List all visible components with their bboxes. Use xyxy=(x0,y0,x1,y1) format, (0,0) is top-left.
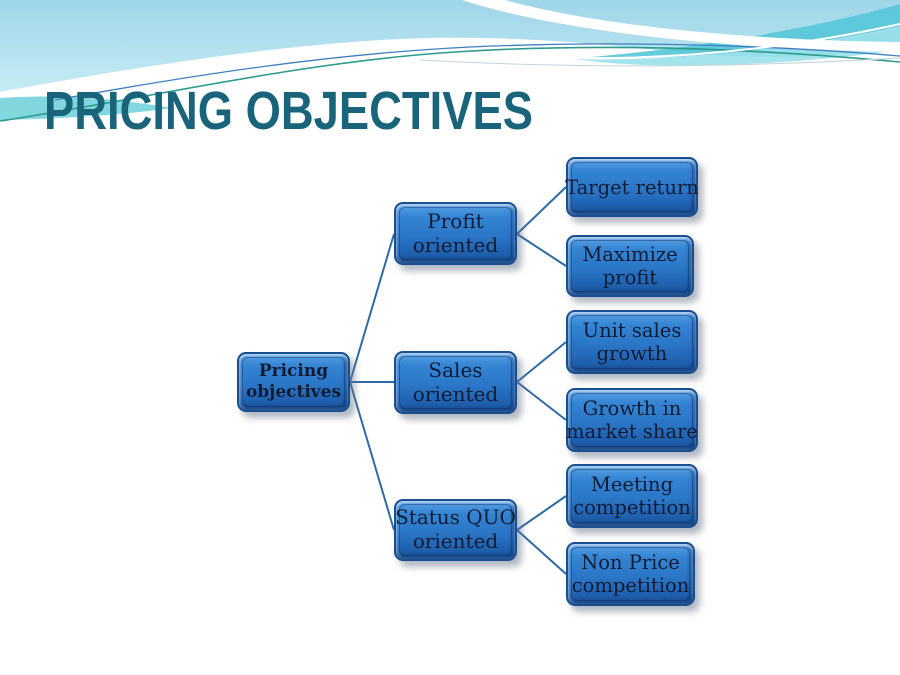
connector-profit-to-maximize xyxy=(516,233,567,267)
node-profit-oriented-label: Profit oriented xyxy=(412,208,499,257)
connector-sales-to-unit xyxy=(516,341,567,383)
node-meeting-competition: Meeting competition xyxy=(566,464,698,528)
node-target-return-label: Target return xyxy=(565,175,699,199)
connector-root-to-status xyxy=(349,381,395,531)
wave-turquoise-band-dark xyxy=(580,4,900,59)
node-maximize-profit-label: Maximize profit xyxy=(582,243,678,289)
wave-thin-line-white xyxy=(574,23,900,60)
node-unit-sales-growth-label: Unit sales growth xyxy=(582,319,682,365)
node-growth-in-market-share-label: Growth in market share xyxy=(566,397,698,443)
wave-thin-line-teal xyxy=(0,46,900,122)
node-sales-oriented: Sales oriented xyxy=(394,351,517,414)
node-meeting-competition-label: Meeting competition xyxy=(573,473,691,519)
node-maximize-profit: Maximize profit xyxy=(566,235,694,297)
wave-thin-line-blue xyxy=(54,43,900,101)
connector-status-to-nonprice xyxy=(516,529,567,575)
node-profit-oriented: Profit oriented xyxy=(394,202,517,265)
wave-white-streak xyxy=(462,0,900,52)
wave-thin-line-gray xyxy=(419,57,900,67)
connector-status-to-meeting xyxy=(516,495,567,531)
node-non-price-competition-label: Non Price competition xyxy=(571,551,690,597)
node-unit-sales-growth: Unit sales growth xyxy=(566,310,698,374)
node-growth-in-market-share: Growth in market share xyxy=(566,388,698,452)
node-target-return: Target return xyxy=(565,157,699,217)
node-status-quo-oriented: Status QUO oriented xyxy=(394,499,517,561)
node-status-quo-oriented-label: Status QUO oriented xyxy=(395,505,516,553)
node-non-price-competition: Non Price competition xyxy=(566,542,695,606)
connector-sales-to-growth xyxy=(516,381,567,421)
node-pricing-objectives-label: Pricing objectives xyxy=(245,360,342,402)
connector-profit-to-target xyxy=(516,186,567,235)
connector-root-to-profit xyxy=(349,233,395,383)
node-pricing-objectives: Pricing objectives xyxy=(237,352,350,412)
node-sales-oriented-label: Sales oriented xyxy=(412,357,499,406)
slide-title: PRICING OBJECTIVES xyxy=(44,81,533,141)
wave-sky-background xyxy=(0,0,900,92)
header-wave-decoration xyxy=(0,0,900,122)
wave-turquoise-band-light xyxy=(575,28,900,66)
